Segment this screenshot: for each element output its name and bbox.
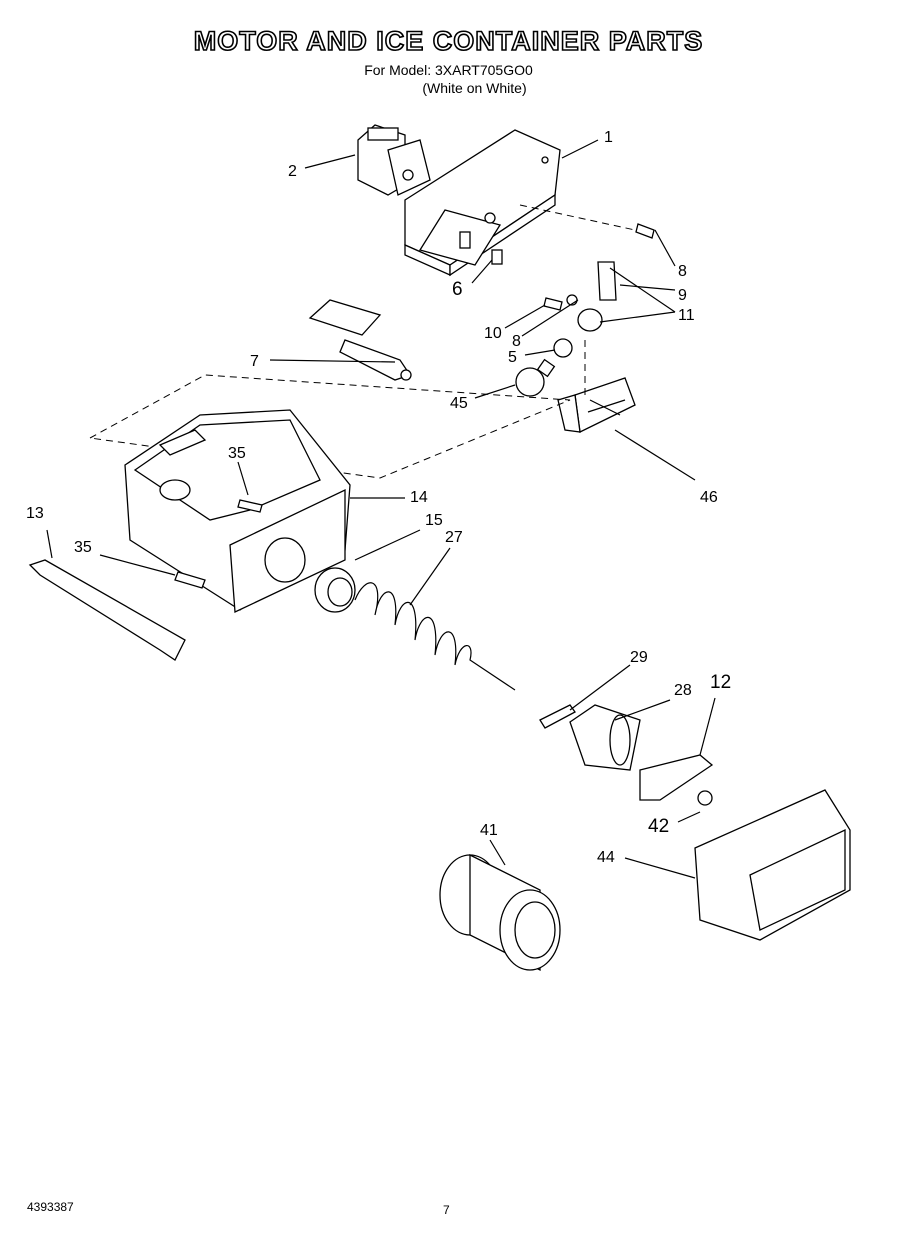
retainer-part bbox=[539, 704, 576, 729]
callout-8b: 8 bbox=[512, 333, 521, 350]
dashed-alignment-line bbox=[519, 204, 636, 231]
callout-35a: 35 bbox=[228, 445, 246, 462]
crusher-cup-part bbox=[569, 704, 641, 771]
wiring-harness-part bbox=[308, 299, 412, 381]
callout-1: 1 bbox=[604, 129, 613, 146]
callout-35b: 35 bbox=[74, 539, 92, 556]
callout-45: 45 bbox=[450, 395, 468, 412]
model-line: For Model: 3XART705GO0 bbox=[364, 62, 533, 78]
dashed-alignment-line bbox=[89, 374, 571, 479]
auger-cylinder-part bbox=[439, 853, 561, 972]
motor-housing-part bbox=[404, 129, 561, 277]
callout-2: 2 bbox=[288, 163, 297, 180]
callout-9: 9 bbox=[678, 287, 687, 304]
slide-bracket-part bbox=[28, 559, 186, 661]
callout-27: 27 bbox=[445, 529, 463, 546]
callout-13: 13 bbox=[26, 505, 44, 522]
callout-28: 28 bbox=[674, 682, 692, 699]
doc-number: 4393387 bbox=[27, 1200, 74, 1214]
callout-5: 5 bbox=[508, 349, 517, 366]
switch-part bbox=[491, 249, 503, 265]
auger-spring-part bbox=[354, 582, 516, 691]
callout-42: 42 bbox=[648, 816, 669, 837]
leader-lines bbox=[46, 139, 716, 879]
bracket-part bbox=[597, 261, 617, 301]
callout-8a: 8 bbox=[678, 263, 687, 280]
callout-7: 7 bbox=[250, 353, 259, 370]
nut-part bbox=[697, 790, 713, 806]
callout-41: 41 bbox=[480, 822, 498, 839]
callout-12: 12 bbox=[710, 672, 731, 693]
callout-29: 29 bbox=[630, 649, 648, 666]
screw-part bbox=[174, 571, 206, 589]
callout-46: 46 bbox=[700, 489, 718, 506]
lamp-socket-part bbox=[577, 308, 603, 332]
callout-11: 11 bbox=[678, 307, 695, 324]
bushing-part bbox=[314, 567, 356, 613]
page-number: 7 bbox=[443, 1203, 450, 1217]
light-shield-part bbox=[557, 377, 636, 433]
callout-44: 44 bbox=[597, 849, 615, 866]
callout-14: 14 bbox=[410, 489, 428, 506]
callout-labels: 1 2 8 6 9 11 10 8 5 7 45 35 46 14 13 15 … bbox=[26, 129, 731, 866]
page-title: MOTOR AND ICE CONTAINER PARTS bbox=[193, 25, 704, 57]
color-line: (White on White) bbox=[422, 80, 527, 96]
callout-6: 6 bbox=[452, 279, 463, 300]
light-bulb-part bbox=[515, 358, 556, 397]
ice-container-part bbox=[124, 409, 351, 613]
crusher-bracket-part bbox=[639, 754, 714, 801]
screw-part bbox=[237, 499, 263, 513]
callout-10: 10 bbox=[484, 325, 502, 342]
callout-15: 15 bbox=[425, 512, 443, 529]
gasket-part bbox=[553, 338, 573, 358]
motor-part bbox=[357, 124, 431, 196]
front-cover-part bbox=[694, 789, 851, 941]
